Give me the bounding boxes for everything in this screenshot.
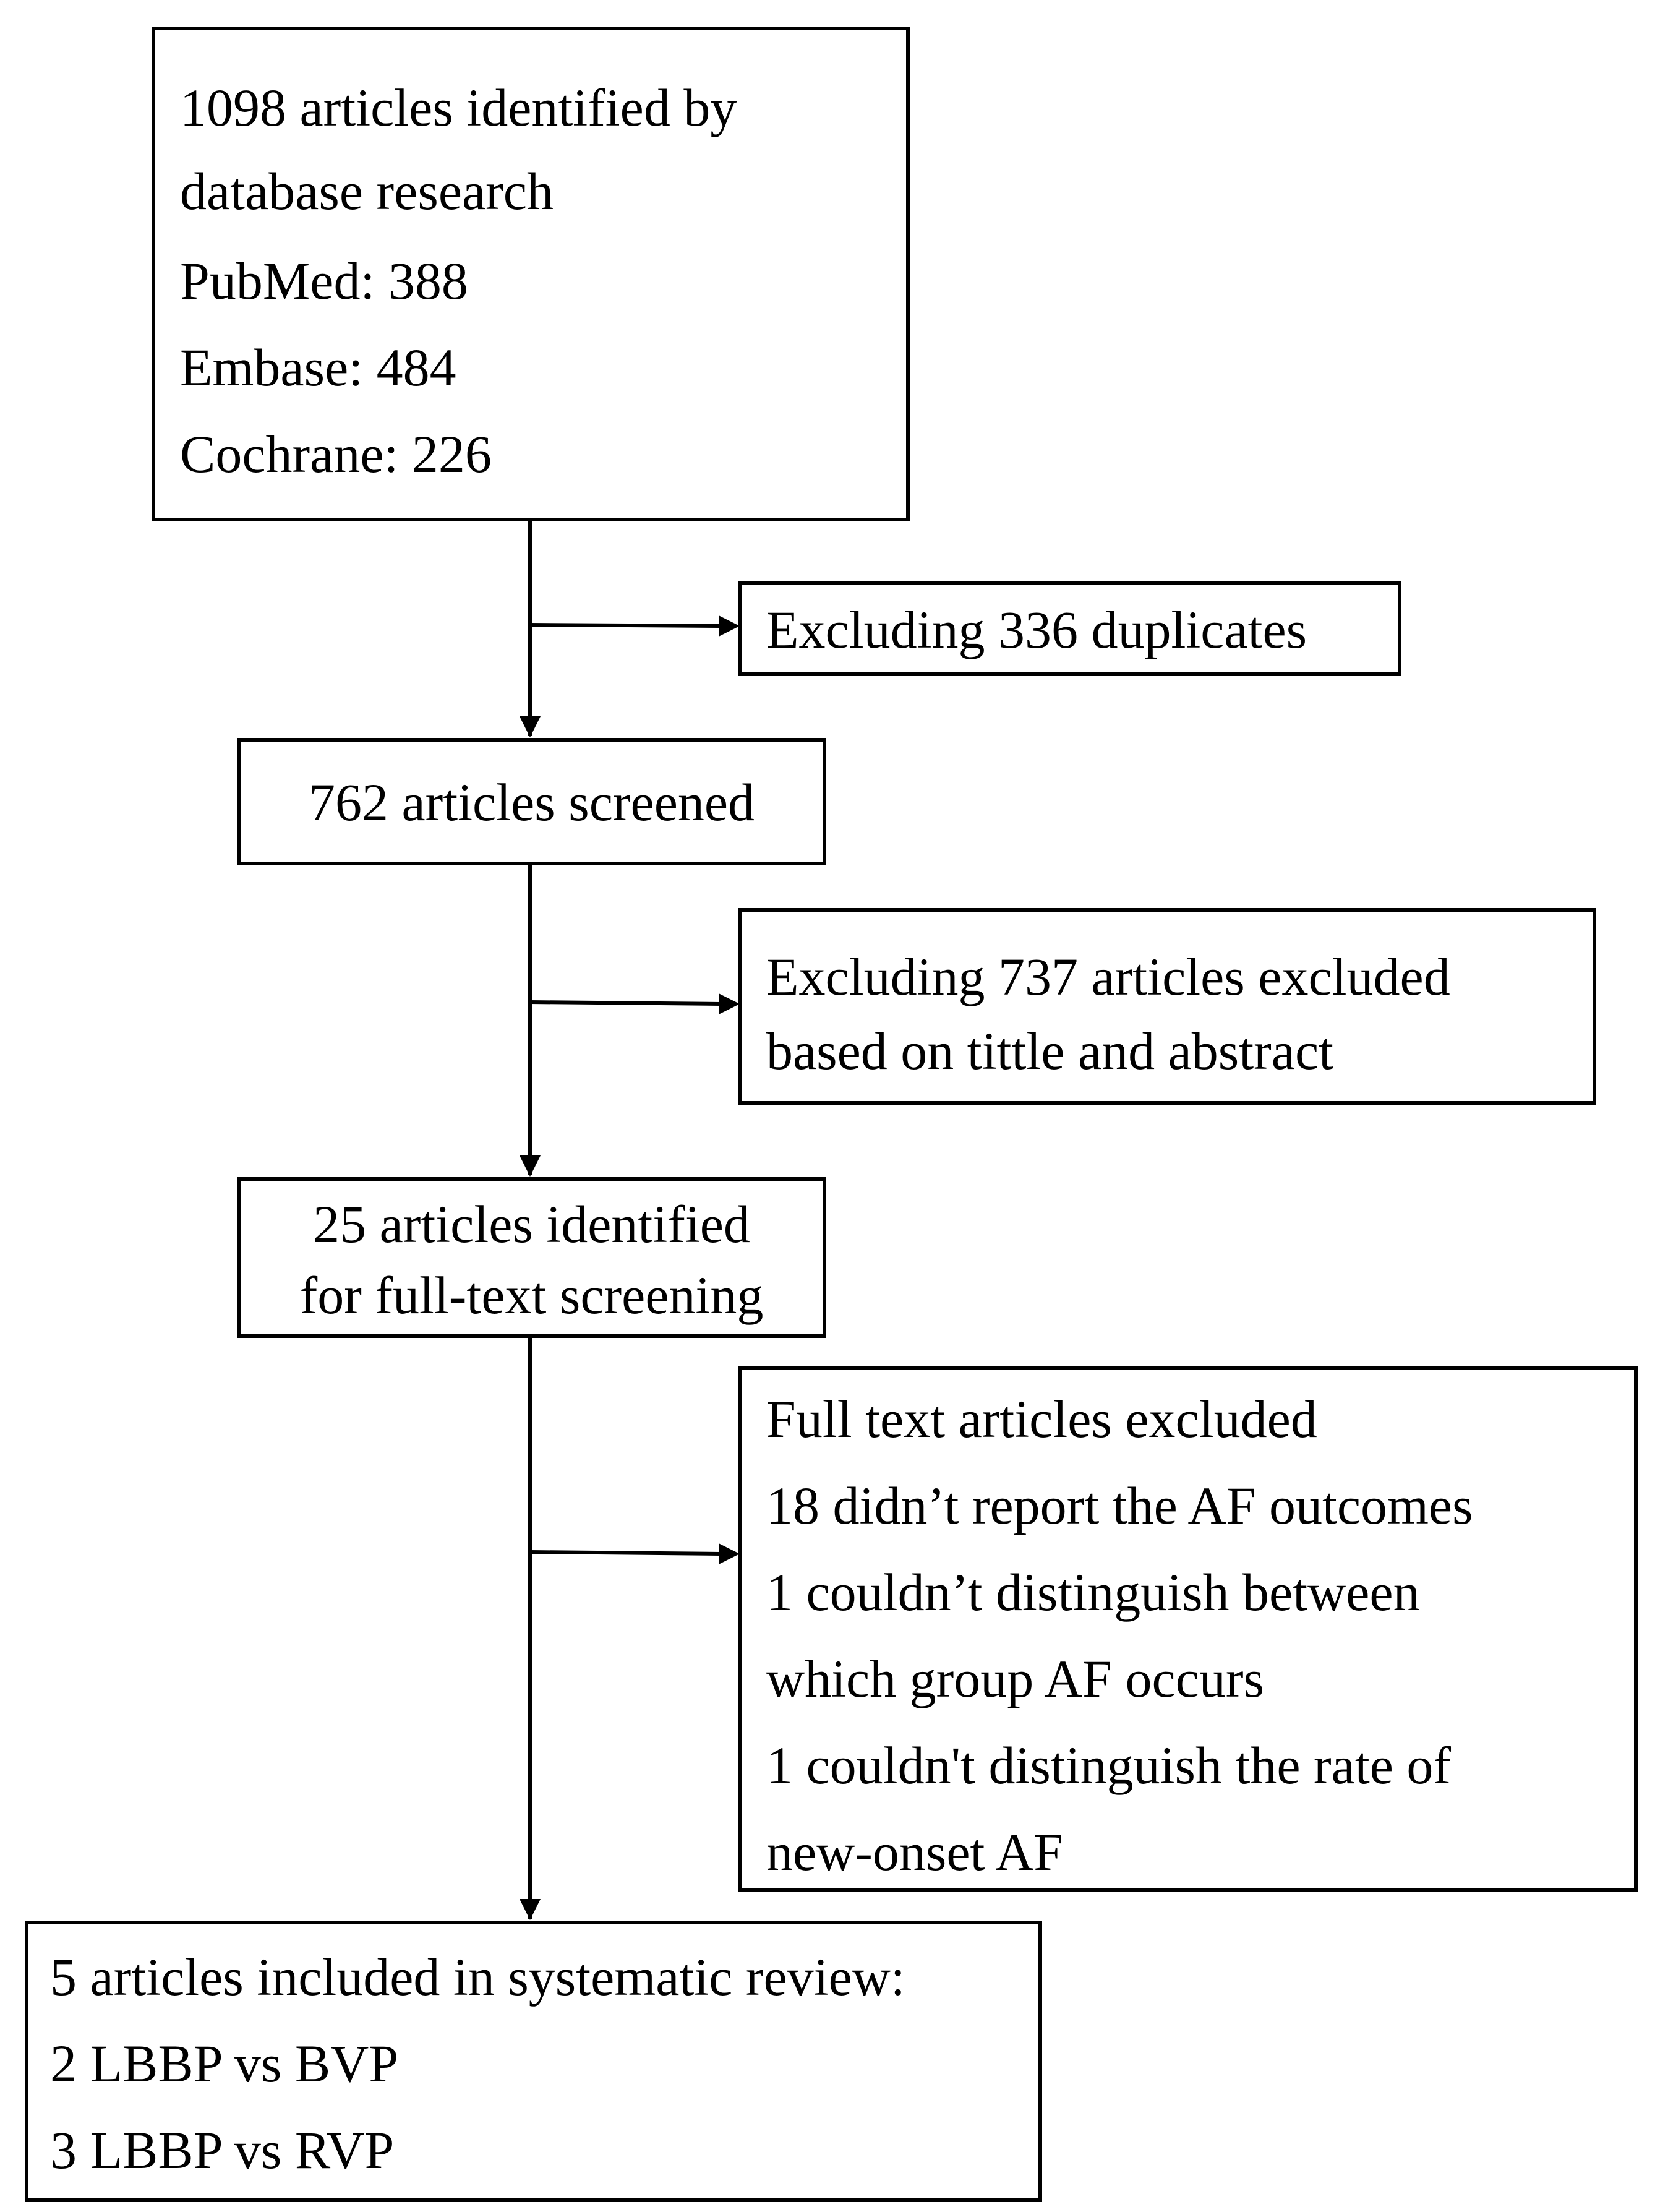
fulltext-excluded-line-6: new-onset AF: [766, 1822, 1064, 1882]
excluded-title-box: Excluding 737 articles excluded based on…: [738, 908, 1596, 1105]
arrowhead-duplicates: [719, 615, 740, 637]
included-box: 5 articles included in systematic review…: [25, 1921, 1042, 2202]
fulltext-excluded-box: Full text articles excluded 18 didn’t re…: [738, 1366, 1638, 1892]
excluded-title-line-2: based on tittle and abstract: [766, 1021, 1334, 1081]
included-line-1: 5 articles included in systematic review…: [50, 1947, 905, 2007]
arrowhead-fulltext-excluded: [719, 1543, 740, 1564]
screened-box: 762 articles screened: [237, 738, 826, 865]
identified-line-1: 1098 articles identified by: [180, 78, 737, 137]
screened-line-1: 762 articles screened: [308, 773, 755, 832]
fulltext-excluded-line-5: 1 couldn't distinguish the rate of: [766, 1736, 1452, 1795]
arrow-to-excluded-title: [529, 1000, 721, 1006]
arrowhead-excluded-title: [719, 993, 740, 1014]
fulltext-line-1: 25 articles identified: [313, 1194, 750, 1254]
identified-line-2: database research: [180, 161, 554, 221]
identified-line-5: Cochrane: 226: [180, 424, 492, 484]
arrow-to-fulltext-excluded: [529, 1550, 721, 1556]
identified-box: 1098 articles identified by database res…: [152, 27, 910, 521]
arrowhead-fulltext: [520, 1155, 541, 1177]
identified-line-3: PubMed: 388: [180, 251, 468, 311]
fulltext-excluded-line-1: Full text articles excluded: [766, 1389, 1317, 1449]
arrowhead-screened: [520, 716, 541, 737]
included-line-3: 3 LBBP vs RVP: [50, 2120, 395, 2180]
duplicates-box: Excluding 336 duplicates: [738, 581, 1401, 676]
included-line-2: 2 LBBP vs BVP: [50, 2034, 399, 2093]
fulltext-line-2: for full-text screening: [299, 1266, 764, 1325]
arrow-to-duplicates: [529, 623, 721, 628]
identified-line-4: Embase: 484: [180, 338, 456, 397]
fulltext-excluded-line-4: which group AF occurs: [766, 1649, 1264, 1708]
duplicates-line-1: Excluding 336 duplicates: [766, 600, 1307, 659]
fulltext-excluded-line-3: 1 couldn’t distinguish between: [766, 1563, 1420, 1622]
fulltext-box: 25 articles identified for full-text scr…: [237, 1177, 826, 1338]
fulltext-excluded-line-2: 18 didn’t report the AF outcomes: [766, 1476, 1473, 1535]
arrowhead-included: [520, 1899, 541, 1920]
excluded-title-line-1: Excluding 737 articles excluded: [766, 947, 1450, 1006]
